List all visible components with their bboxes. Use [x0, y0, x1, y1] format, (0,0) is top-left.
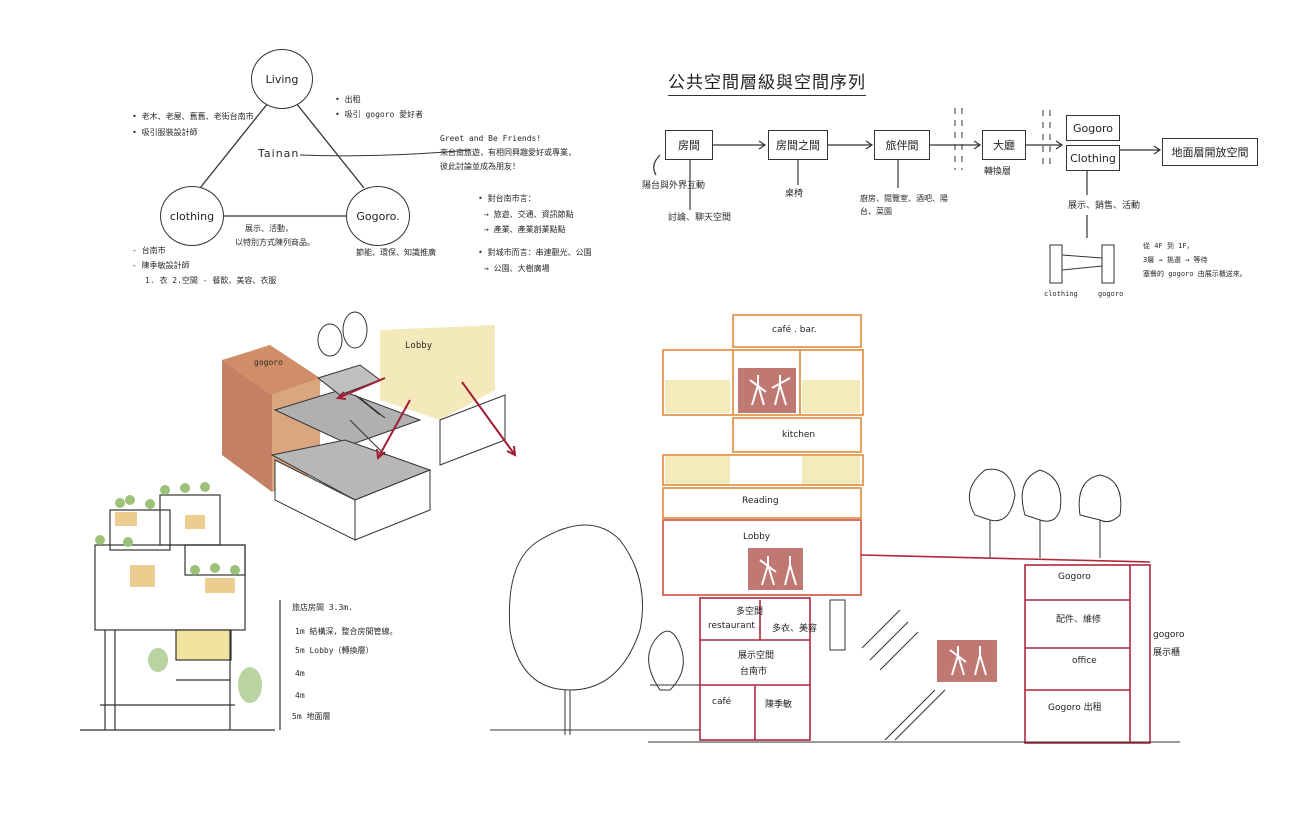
flow-note-kitchen: 廚房、閱覽室、酒吧、陽台、菜園 [860, 194, 948, 216]
flow-note-balcony: 陽台與外界互動 [642, 181, 706, 191]
left-elevation-trees [95, 482, 240, 575]
elev-note-6: 5m 地面層 [292, 712, 331, 721]
gogoro-note: 節能、環保、知識推廣 [356, 248, 436, 257]
flow-node-lobby: 大廳 [982, 130, 1026, 160]
center-label: Tainan [258, 147, 300, 160]
bottom-center-1: 展示、活動， [245, 224, 293, 233]
city-note-2: → 旅遊、交通、資訊節點 [484, 210, 574, 219]
right-note-2: • 吸引 gogoro 愛好者 [335, 110, 424, 119]
flow-node-gogoro: Gogoro [1066, 115, 1120, 141]
label-kitchen: kitchen [782, 430, 816, 440]
label-reading: Reading [742, 496, 779, 506]
left-elevation-color [115, 512, 262, 703]
label-gogoro-room: Gogoro [1058, 572, 1091, 582]
clothing-note-1: - 台南市 [132, 246, 166, 255]
gogoro-label: Gogoro. [356, 209, 400, 223]
label-gogoro-side: gogoro [1153, 630, 1185, 640]
bottom-center-2: 以特別方式陳列商品。 [235, 238, 315, 247]
clothing-label: clothing [169, 209, 215, 223]
node-gogoro: Gogoro. [346, 186, 410, 246]
flow-arrows [653, 140, 1162, 238]
greet-2: 來台南旅遊，有相同興趣愛好或專業， [440, 148, 576, 157]
flow-title: 公共空間層級與空間序列 [668, 68, 866, 96]
left-elevation [80, 494, 281, 731]
flow-note-tables: 桌椅 [785, 189, 804, 199]
flow-node-companion: 旅伴間 [874, 130, 930, 160]
flow-note-display: 展示、銷售、活動 [1068, 201, 1141, 211]
flow-note-transition: 轉換層 [984, 167, 1012, 177]
node-clothing: clothing [160, 186, 224, 246]
clothing-note-2: - 陳季敏設計師 [132, 261, 190, 270]
iso-gogoro-label: gogoro [254, 358, 283, 367]
city-note-5: → 公園、大樹廣場 [484, 264, 550, 273]
flow-node-room: 房間 [665, 130, 713, 160]
city-note-3: → 產業、產業創業點點 [484, 225, 566, 234]
flow-node-clothing: Clothing [1066, 145, 1120, 171]
isometric-sketch [222, 311, 517, 541]
greet-3: 彼此討論並成為朋友！ [440, 162, 520, 171]
triangle-lines [199, 102, 471, 217]
label-restaurant: restaurant [708, 621, 755, 631]
section-figure-panels [738, 368, 997, 682]
label-gogoro-rental: Gogoro 出租 [1048, 703, 1102, 713]
label-multi-space: 多空間 [736, 607, 764, 617]
elev-note-3: 5m Lobby（轉換層） [295, 646, 374, 655]
label-tainan: 台南市 [740, 667, 768, 677]
flow-note-discussion: 討論、聊天空間 [668, 213, 732, 223]
node-living: Living [251, 49, 313, 109]
section-floors [662, 314, 1151, 744]
small-label-gogoro: gogoro [1098, 290, 1124, 298]
label-cafe: café [712, 697, 732, 707]
elev-note-4: 4m [295, 669, 305, 678]
label-parts-repair: 配件、維修 [1056, 615, 1102, 625]
city-note-4: • 對城市而言：串連觀光、公園 [478, 248, 592, 257]
section-stairs [490, 599, 1180, 743]
small-note-2: 3層 → 挑選 → 等待 [1143, 256, 1208, 264]
section-trees [508, 468, 1122, 735]
left-note-2: • 吸引服裝設計師 [132, 128, 198, 137]
label-designer: 陳季敏 [765, 700, 793, 710]
living-label: Living [265, 72, 299, 86]
section-yellow-fills [665, 380, 860, 484]
label-lobby: Lobby [743, 532, 771, 542]
label-display-cabinet: 展示櫃 [1153, 648, 1181, 658]
flow-node-between-rooms: 房間之間 [768, 130, 828, 160]
label-exhibition: 展示空間 [738, 651, 775, 661]
elev-note-2: 1m 結構深，整合房間管線。 [295, 627, 398, 636]
flow-node-ground-open-space: 地面層開放空間 [1162, 138, 1258, 166]
small-label-clothing: clothing [1044, 290, 1078, 298]
section-figures [749, 375, 987, 676]
clothing-note-3: 1. 衣 2.空間 - 餐飲、美容、衣服 [145, 276, 277, 285]
small-note-3: 塞餐的 gogoro 由展示櫃送來。 [1143, 270, 1247, 278]
city-note-1: • 對台南市言： [478, 194, 536, 203]
elev-note-1: 旅店房間 3.3m. [292, 603, 353, 612]
separator-marks [954, 108, 1051, 170]
label-office: office [1072, 656, 1097, 666]
elev-note-5: 4m [295, 691, 305, 700]
label-cafe-bar: café . bar. [772, 325, 817, 335]
greet-1: Greet and Be Friends! [440, 134, 542, 143]
left-note-1: • 老木、老屋、舊舊、老街台南市 [132, 112, 254, 121]
right-note-1: • 出租 [335, 95, 361, 104]
small-diagram [1049, 244, 1115, 284]
iso-lobby-label: Lobby [405, 341, 433, 351]
label-clothing-beauty: 多衣、美容 [772, 624, 818, 634]
small-note-1: 從 4F 到 1F， [1143, 242, 1194, 250]
